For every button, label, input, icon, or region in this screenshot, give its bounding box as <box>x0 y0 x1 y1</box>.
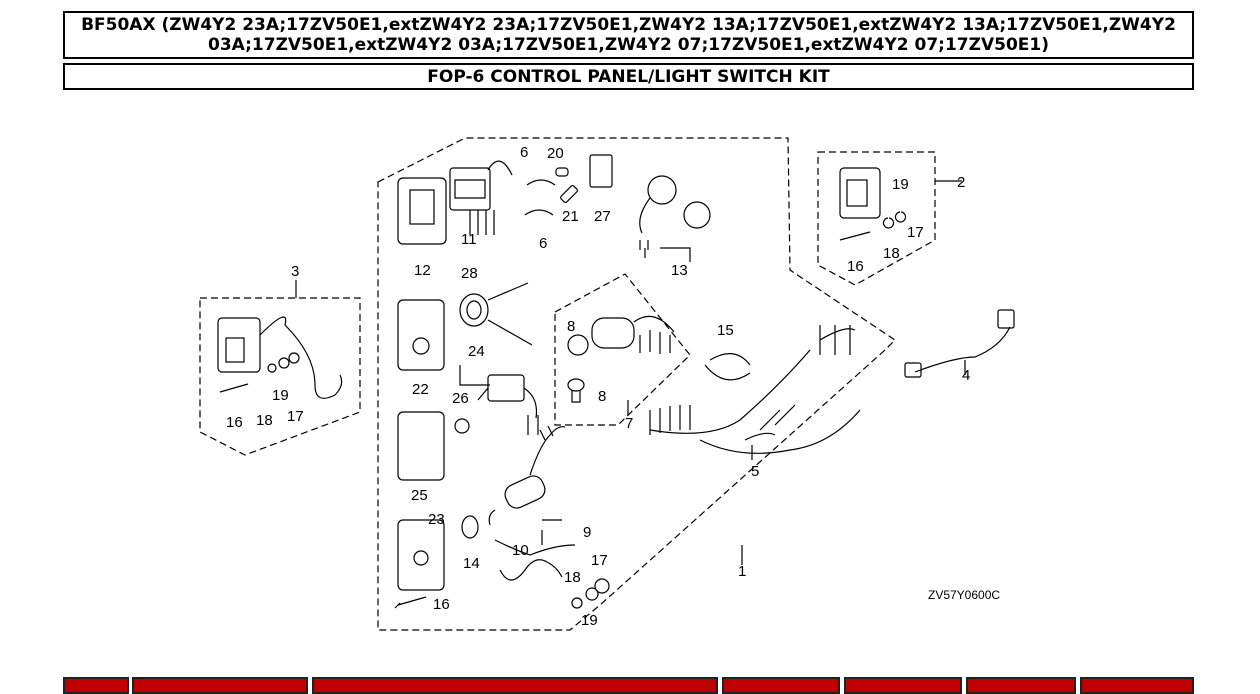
panel-plate-25 <box>397 411 445 481</box>
callout-22: 22 <box>412 381 429 398</box>
callout-16b: 16 <box>226 414 243 431</box>
callout-13: 13 <box>671 262 688 279</box>
buzzer-13-cap <box>683 201 711 229</box>
callout-14: 14 <box>463 555 480 572</box>
parts-diagram: 1 2 3 4 5 6 6 7 8 8 9 10 11 12 13 14 15 … <box>199 137 1015 631</box>
page-title-text: BF50AX (ZW4Y2 23A;17ZV50E1,extZW4Y2 23A;… <box>81 15 1176 55</box>
harness-5 <box>649 325 861 454</box>
ignition-switch-7 <box>591 317 635 349</box>
callout-28: 28 <box>461 265 478 282</box>
section-subtitle: FOP-6 CONTROL PANEL/LIGHT SWITCH KIT <box>63 63 1194 90</box>
switch-3 <box>217 317 261 373</box>
callout-1: 1 <box>738 563 746 580</box>
callout-17b: 17 <box>287 408 304 425</box>
callout-23: 23 <box>428 511 445 528</box>
callout-16a: 16 <box>847 258 864 275</box>
panel-plate-23 <box>397 519 445 591</box>
harness-4 <box>914 326 1011 373</box>
callout-24: 24 <box>468 343 485 360</box>
section-subtitle-text: FOP-6 CONTROL PANEL/LIGHT SWITCH KIT <box>427 66 830 87</box>
callout-8b: 8 <box>598 388 606 405</box>
table-header-cell <box>966 677 1076 694</box>
kit-boundary-3 <box>199 297 361 456</box>
table-header-cell <box>1080 677 1194 694</box>
callout-19c: 19 <box>581 612 598 629</box>
callout-21: 21 <box>562 208 579 225</box>
toggle-24 <box>487 374 525 402</box>
callout-2: 2 <box>957 174 965 191</box>
callout-labels: 1 2 3 4 5 6 6 7 8 8 9 10 11 12 13 14 15 … <box>226 144 1000 629</box>
callout-12: 12 <box>414 262 431 279</box>
switch-3-rocker <box>225 337 245 363</box>
screw-16 <box>394 596 427 609</box>
washer-18 <box>571 597 583 609</box>
callout-27: 27 <box>594 208 611 225</box>
callout-6a: 6 <box>520 144 528 161</box>
panel-plate-12-window <box>409 189 435 225</box>
panel-plate-22 <box>397 299 445 371</box>
buzzer-13 <box>647 175 677 205</box>
switch-2-rocker <box>846 179 868 207</box>
panel-plate-12 <box>397 177 447 245</box>
nut-26 <box>454 418 470 434</box>
callout-10: 10 <box>512 542 529 559</box>
table-header-cell <box>312 677 718 694</box>
grommet-14 <box>461 515 479 539</box>
kit-boundary-7 <box>554 273 691 426</box>
callout-7: 7 <box>625 415 633 432</box>
relay-9 <box>504 475 546 509</box>
callout-25: 25 <box>411 487 428 504</box>
part-21 <box>560 185 578 203</box>
callout-16c: 16 <box>433 596 450 613</box>
callout-26: 26 <box>452 390 469 407</box>
table-header-cell <box>132 677 308 694</box>
kit-boundary-2 <box>817 151 936 286</box>
table-header-cell <box>844 677 962 694</box>
part-27 <box>589 154 613 188</box>
callout-17a: 17 <box>907 224 924 241</box>
table-header-cell <box>63 677 129 694</box>
callout-18b: 18 <box>256 412 273 429</box>
callout-9: 9 <box>583 524 591 541</box>
panel-plate-22-hole <box>412 337 430 355</box>
kit-boundary-main <box>377 137 896 631</box>
part-20 <box>555 167 569 177</box>
callout-4: 4 <box>962 367 970 384</box>
callout-3: 3 <box>291 263 299 280</box>
panel-plate-23-hole <box>413 550 429 566</box>
callout-20: 20 <box>547 145 564 162</box>
table-header-cell <box>722 677 840 694</box>
callout-19b: 19 <box>272 387 289 404</box>
callout-5: 5 <box>751 463 759 480</box>
switch-2 <box>839 167 881 219</box>
callout-15: 15 <box>717 322 734 339</box>
callout-18a: 18 <box>883 245 900 262</box>
callout-11: 11 <box>461 231 477 248</box>
callout-19a: 19 <box>892 176 909 193</box>
seal-28 <box>459 293 489 327</box>
callout-8a: 8 <box>567 318 575 335</box>
nut-17 <box>594 578 610 594</box>
diagram-code: ZV57Y0600C <box>928 588 1000 602</box>
clamp-15 <box>704 353 751 381</box>
page-title: BF50AX (ZW4Y2 23A;17ZV50E1,extZW4Y2 23A;… <box>63 11 1194 59</box>
nut-19 <box>585 587 599 601</box>
callout-6b: 6 <box>539 235 547 252</box>
clip-6 <box>524 179 556 216</box>
key-8 <box>567 334 589 356</box>
callout-17c: 17 <box>591 552 608 569</box>
parts-table-header <box>0 677 1260 694</box>
switch-11 <box>449 167 491 211</box>
callout-18c: 18 <box>564 569 581 586</box>
